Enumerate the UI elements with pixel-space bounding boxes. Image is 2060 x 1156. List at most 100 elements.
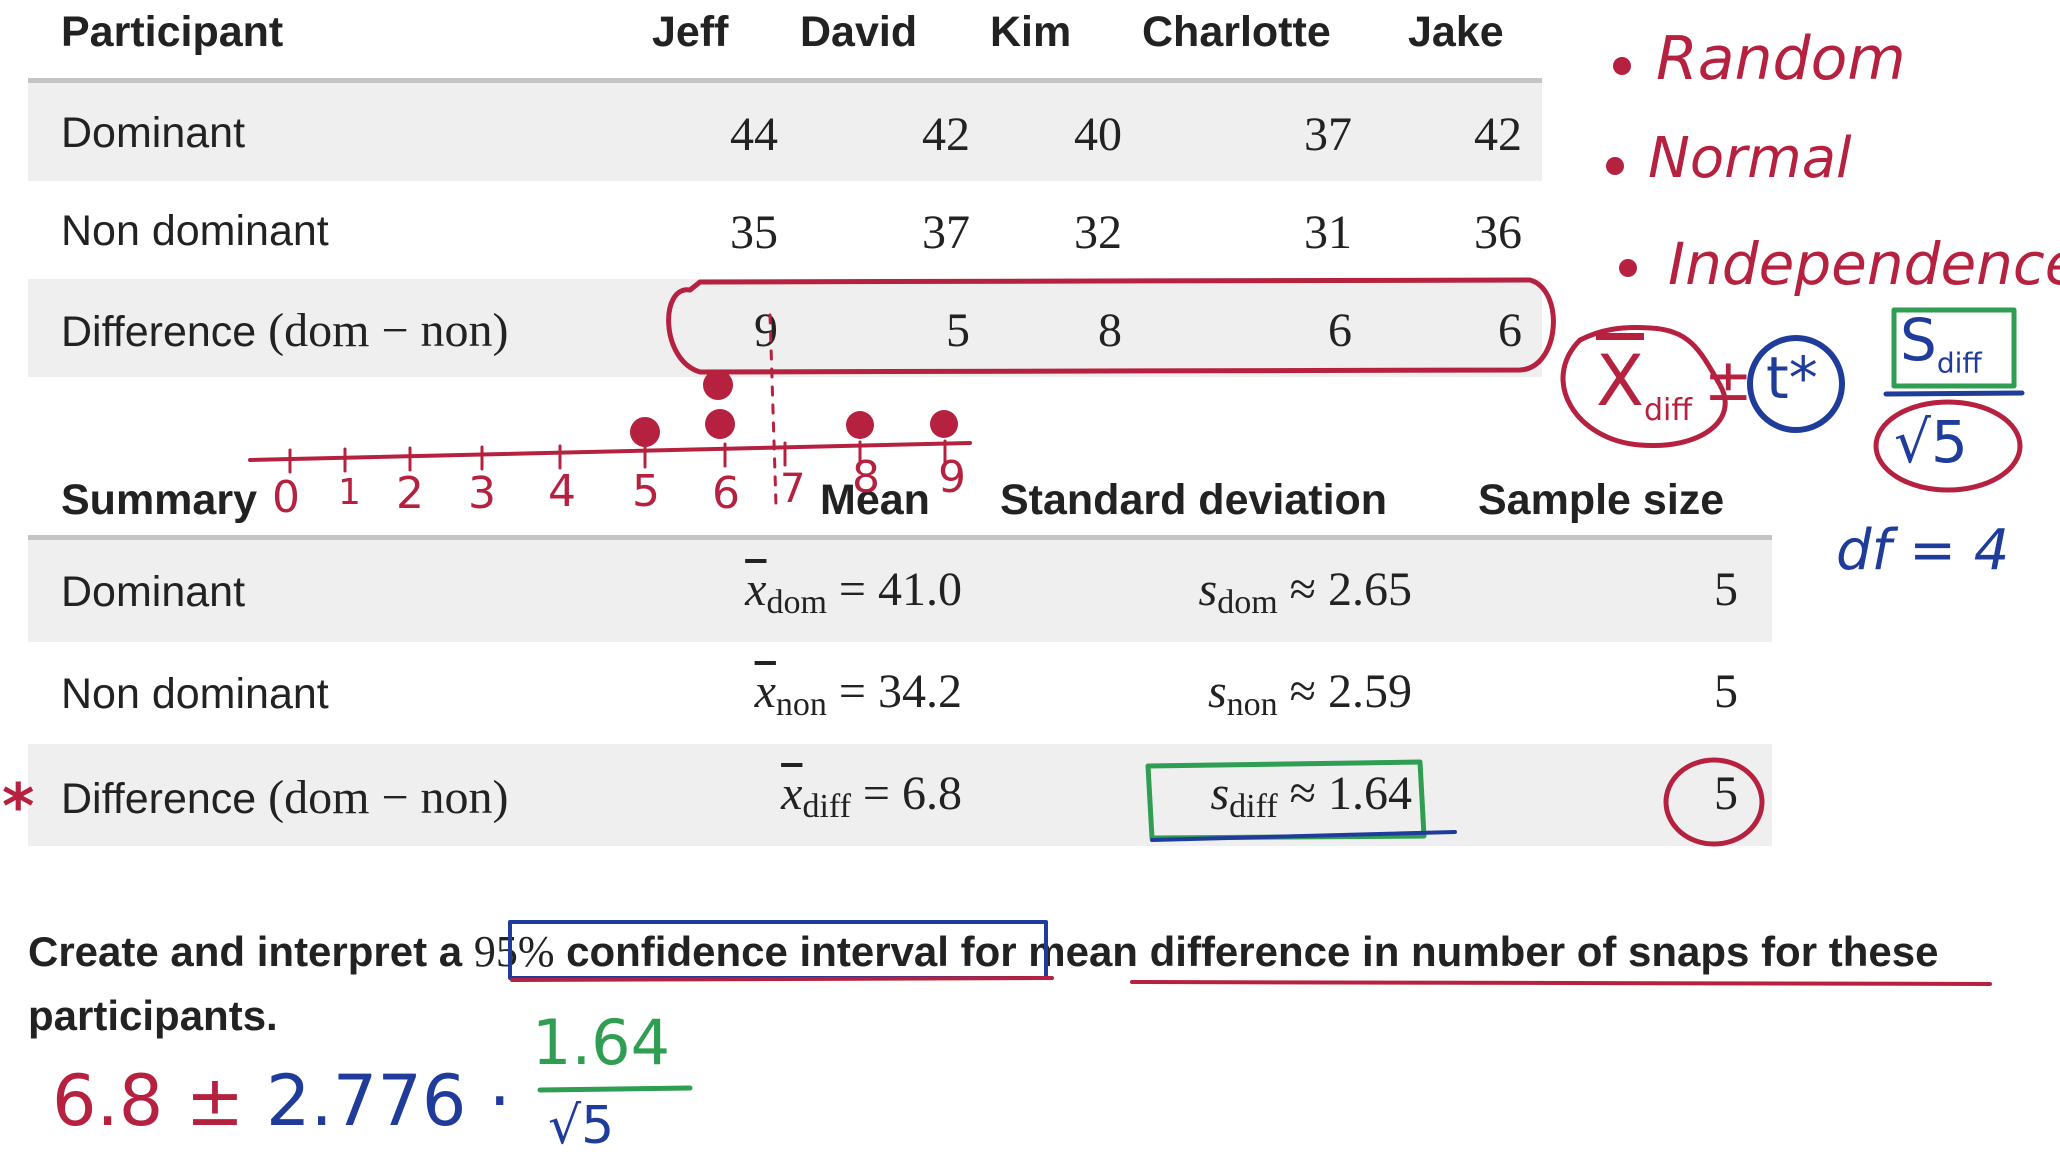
nl-label-5: 5 xyxy=(632,466,660,517)
table2-header-rule xyxy=(28,535,1772,540)
n-circle xyxy=(1663,757,1765,847)
n-cell: 5 xyxy=(1714,767,1738,820)
cell-kim: 32 xyxy=(1074,206,1122,259)
dot-plot-points xyxy=(630,370,958,447)
nl-label-8: 8 xyxy=(852,452,880,503)
sd-subscript: diff xyxy=(1229,788,1278,825)
formula-tstar: t* xyxy=(1766,344,1818,412)
table2-row-difference: Difference (dom − non) xdiff = 6.8 sdiff… xyxy=(28,744,1772,846)
cell-david: 42 xyxy=(922,108,970,161)
cell-kim: 40 xyxy=(1074,108,1122,161)
sd-subscript: non xyxy=(1226,686,1278,723)
mean-cell: xdom = 41.0 xyxy=(745,563,962,621)
row-label-text: Difference xyxy=(61,308,257,356)
star-mark: * xyxy=(2,770,35,843)
sd-subscript: dom xyxy=(1217,584,1278,621)
nl-label-6: 6 xyxy=(712,468,740,519)
nl-label-0: 0 xyxy=(272,472,300,523)
row-label: Dominant xyxy=(61,109,246,157)
prompt-percent: 95% xyxy=(473,927,555,976)
calc-tstar: 2.776 · xyxy=(266,1060,511,1142)
table2-row-non-dominant: Non dominant xnon = 34.2 snon ≈ 2.59 5 xyxy=(28,642,1772,744)
cell-jake: 42 xyxy=(1474,108,1522,161)
condition-independence: Independence xyxy=(1668,230,2060,298)
sd-value: ≈ 2.59 xyxy=(1289,665,1412,718)
nl-label-9: 9 xyxy=(938,452,966,503)
mean-value: = 34.2 xyxy=(838,665,962,718)
prompt-part2: confidence interval xyxy=(566,928,949,975)
cell-david: 37 xyxy=(922,206,970,259)
sd-value: ≈ 2.65 xyxy=(1289,563,1412,616)
prompt-part1: Create and interpret a xyxy=(28,928,463,975)
n-cell: 5 xyxy=(1714,563,1738,616)
mean-value: = 41.0 xyxy=(838,563,962,616)
table1-row-non-dominant: Non dominant 35 37 32 31 36 xyxy=(28,181,1542,279)
xbar-circle xyxy=(1560,325,1728,449)
table1-header-charlotte: Charlotte xyxy=(1142,8,1331,56)
cell-david: 5 xyxy=(946,304,970,357)
condition-bullets xyxy=(1606,57,1637,277)
table2-header-sd: Standard deviation xyxy=(1000,476,1388,524)
formula-root5: √5 xyxy=(1894,408,1968,476)
cell-charlotte: 37 xyxy=(1304,108,1352,161)
ci-box xyxy=(508,920,1048,980)
cell-jeff: 35 xyxy=(730,206,778,259)
mean-marker-dashed xyxy=(768,313,778,507)
table2-header-mean: Mean xyxy=(820,476,930,524)
condition-normal: Normal xyxy=(1648,126,1852,191)
mean-subscript: diff xyxy=(802,788,851,825)
table2-row-dominant: Dominant xdom = 41.0 sdom ≈ 2.65 5 xyxy=(28,540,1772,642)
mean-value: = 6.8 xyxy=(862,767,962,820)
number-line xyxy=(248,441,972,462)
formula-xbar: Xdiff xyxy=(1596,340,1692,428)
cell-jeff: 9 xyxy=(754,304,778,357)
formula-xbar-sub: diff xyxy=(1643,393,1693,428)
table1-row-dominant: Dominant 44 42 40 37 42 xyxy=(28,83,1542,181)
table1-row-difference: Difference (dom − non) 9 5 8 6 6 xyxy=(28,279,1542,377)
sd-cell: sdiff ≈ 1.64 xyxy=(1210,767,1412,825)
cell-charlotte: 31 xyxy=(1304,206,1352,259)
prompt-part3: for mean difference in number of snaps f… xyxy=(28,928,1939,1039)
root5-circle xyxy=(1873,399,2023,493)
question-prompt: Create and interpret a 95% confidence in… xyxy=(28,920,2018,1048)
table1-header-jake: Jake xyxy=(1408,8,1504,56)
nl-label-4: 4 xyxy=(548,466,576,517)
row-label: Difference (dom − non) xyxy=(61,770,509,825)
table1-header-rule xyxy=(28,78,1542,83)
sd-cell: sdom ≈ 2.65 xyxy=(1198,563,1412,621)
difference-values-loop xyxy=(666,277,1556,375)
row-label-text: Difference xyxy=(61,775,257,823)
cell-jeff: 44 xyxy=(730,108,778,161)
table1-header-jeff: Jeff xyxy=(652,8,729,56)
degrees-of-freedom: df = 4 xyxy=(1836,518,2010,583)
calc-denominator: √5 xyxy=(548,1096,615,1156)
table1-header-participant: Participant xyxy=(61,8,284,56)
row-label: Dominant xyxy=(61,568,246,616)
number-line-ticks xyxy=(288,439,947,474)
nl-label-7: 7 xyxy=(780,466,806,512)
calc-numerator: 1.64 xyxy=(532,1006,671,1079)
mean-subscript: non xyxy=(775,686,827,723)
calc-mean: 6.8 ± xyxy=(52,1060,245,1142)
nl-label-3: 3 xyxy=(468,468,496,519)
sdiff-box xyxy=(1891,307,2017,389)
ci-underline xyxy=(510,976,1054,982)
formula-xbar-letter: X xyxy=(1596,340,1644,422)
n-cell: 5 xyxy=(1714,665,1738,718)
cell-jake: 36 xyxy=(1474,206,1522,259)
formula-s-sub: diff xyxy=(1936,346,1982,380)
table1-header-david: David xyxy=(800,8,918,56)
mean-subscript: dom xyxy=(766,584,827,621)
mean-cell: xnon = 34.2 xyxy=(754,665,962,723)
calc-fraction-bar xyxy=(537,1085,693,1093)
cell-jake: 6 xyxy=(1498,304,1522,357)
cell-kim: 8 xyxy=(1098,304,1122,357)
nl-label-2: 2 xyxy=(396,468,424,519)
sdiff-underline xyxy=(1150,830,1457,842)
cell-charlotte: 6 xyxy=(1328,304,1352,357)
formula-s: Sdiff xyxy=(1900,306,1982,380)
tstar-circle xyxy=(1747,335,1845,433)
table2-header-n: Sample size xyxy=(1478,476,1725,524)
condition-random: Random xyxy=(1656,24,1906,94)
